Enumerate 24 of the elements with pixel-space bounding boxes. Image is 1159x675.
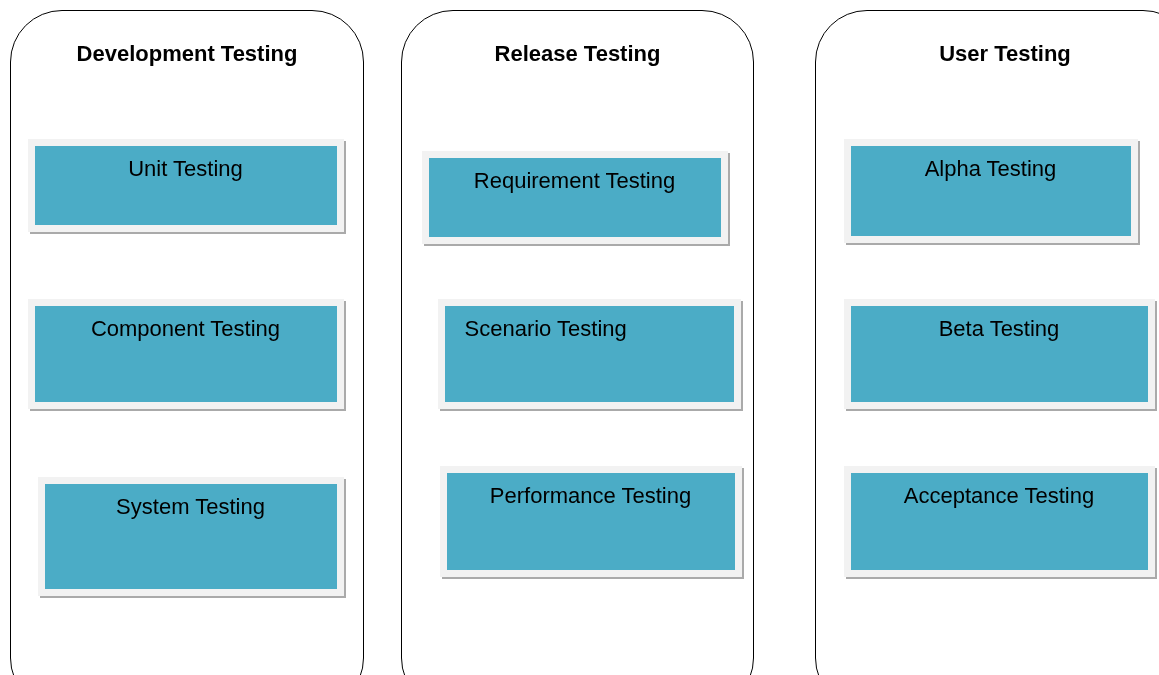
box-label: Component Testing	[89, 315, 282, 342]
box-label: Unit Testing	[127, 155, 244, 182]
group-panel	[401, 10, 754, 675]
process-box	[439, 465, 742, 577]
box-label: Acceptance Testing	[902, 482, 1096, 509]
group-heading: Development Testing	[75, 41, 299, 67]
process-box	[843, 298, 1155, 409]
process-box	[421, 150, 728, 244]
group-panel	[815, 10, 1159, 675]
process-box	[27, 138, 344, 232]
box-label: Requirement Testing	[472, 167, 677, 194]
process-box	[27, 298, 344, 409]
box-label: Alpha Testing	[923, 155, 1058, 182]
group-panel	[10, 10, 364, 675]
group-heading: User Testing	[938, 41, 1072, 67]
box-label: Scenario Testing	[464, 315, 627, 342]
process-box	[37, 476, 344, 596]
process-box	[843, 465, 1155, 577]
group-heading: Release Testing	[493, 41, 662, 67]
box-label: System Testing	[115, 493, 266, 520]
box-label: Performance Testing	[488, 482, 693, 509]
box-label: Beta Testing	[937, 315, 1061, 342]
process-box	[437, 298, 741, 409]
process-box	[843, 138, 1138, 243]
